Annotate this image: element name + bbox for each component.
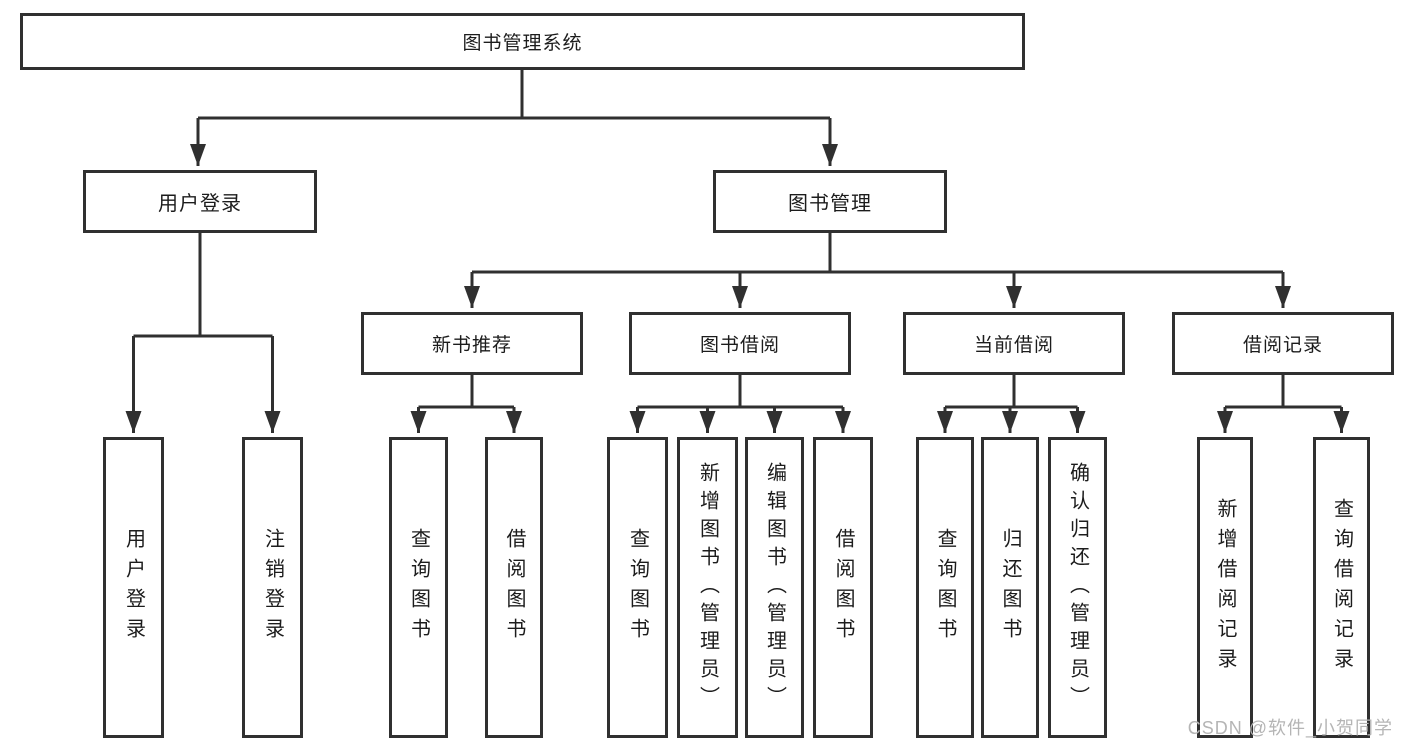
- leaf-add-books-admin: 新增图书（管理员）: [677, 437, 738, 738]
- leaf-user-login: 用户登录: [103, 437, 164, 738]
- node-book-borrowing: 图书借阅: [629, 312, 851, 375]
- leaf-query-books-recommend: 查询图书: [389, 437, 448, 738]
- leaf-query-borrowing-record: 查询借阅记录: [1313, 437, 1370, 738]
- leaf-add-borrowing-record: 新增借阅记录: [1197, 437, 1253, 738]
- node-borrowing-records: 借阅记录: [1172, 312, 1394, 375]
- leaf-query-books-current: 查询图书: [916, 437, 974, 738]
- leaf-confirm-return-admin: 确认归还（管理员）: [1048, 437, 1107, 738]
- node-book-management-branch: 图书管理: [713, 170, 947, 233]
- node-current-borrowing: 当前借阅: [903, 312, 1125, 375]
- node-new-book-recommendation: 新书推荐: [361, 312, 583, 375]
- leaf-edit-books-admin: 编辑图书（管理员）: [745, 437, 804, 738]
- leaf-query-books-borrowing: 查询图书: [607, 437, 668, 738]
- csdn-watermark: CSDN @软件_小贺同学: [1187, 718, 1393, 738]
- leaf-borrow-books: 借阅图书: [813, 437, 873, 738]
- node-library-management-system: 图书管理系统: [20, 13, 1025, 70]
- leaf-borrow-books-recommend: 借阅图书: [485, 437, 543, 738]
- node-user-login-branch: 用户登录: [83, 170, 317, 233]
- leaf-logout: 注销登录: [242, 437, 303, 738]
- leaf-return-books: 归还图书: [981, 437, 1039, 738]
